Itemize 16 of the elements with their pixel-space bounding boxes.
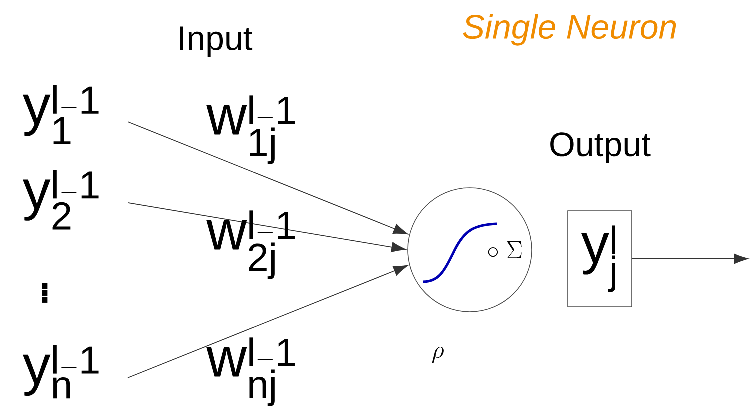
arrow (632, 254, 748, 264)
section-label: Input (180, 26, 253, 58)
title: Single Neuron (463, 14, 676, 46)
input-variable: $\mathrm{y_1^{l-1}}$ (22, 85, 99, 145)
arrow (128, 122, 408, 235)
input-variable: $\mathrm{y_n^{l-1}}$ (22, 345, 99, 399)
activation-symbol: $\rho$ (432, 346, 444, 364)
weight-label: $\mathrm{w_{1j}^{l-1}}$ (206, 96, 295, 164)
ellipsis: $\vdots$ (42, 283, 48, 303)
input-variable: $\mathrm{y_2^{l-1}}$ (22, 170, 99, 230)
arrow (128, 265, 408, 378)
weight-label: $\mathrm{w_{nj}^{l-1}}$ (206, 338, 295, 406)
weight-label: $\mathrm{w_{2j}^{l-1}}$ (206, 210, 295, 280)
output-box: $\mathrm{y_j^{l}}$ (568, 210, 632, 308)
arrow (128, 202, 406, 253)
section-label: Output (550, 132, 651, 164)
